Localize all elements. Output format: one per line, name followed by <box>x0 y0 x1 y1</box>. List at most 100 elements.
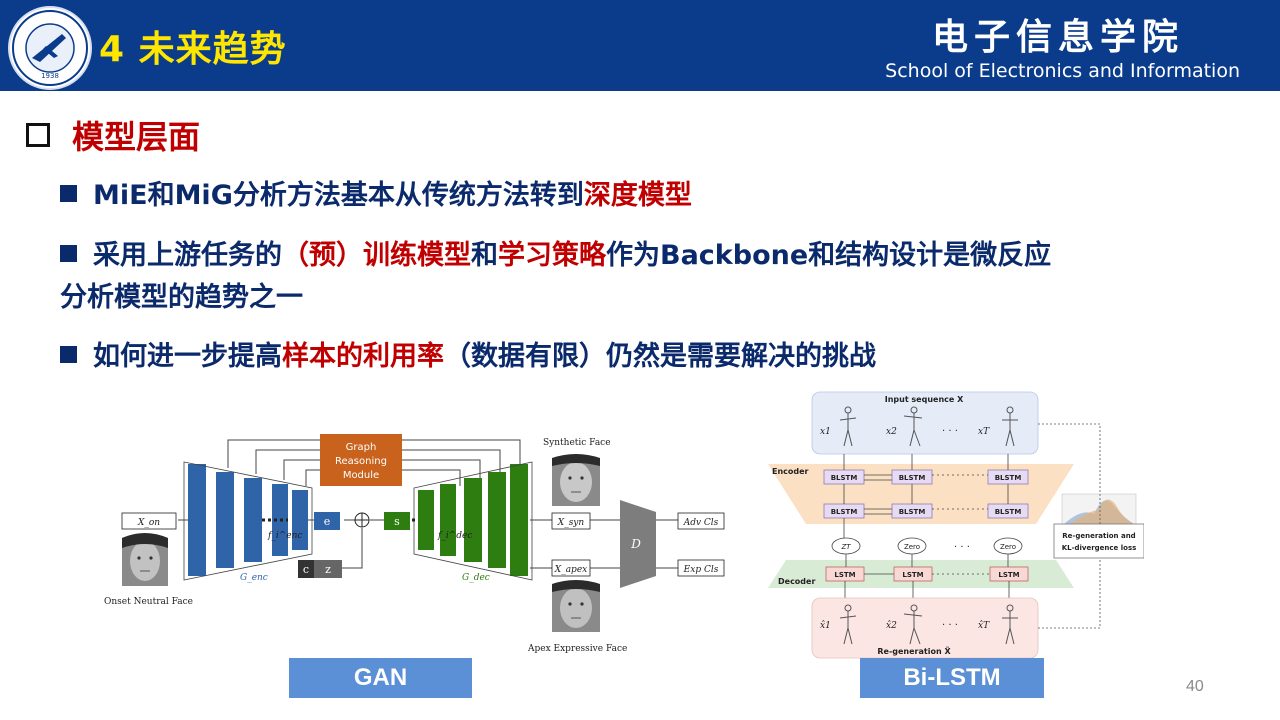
caption-gan: GAN <box>289 658 472 698</box>
gan-architecture-figure: Graph Reasoning Module f_i^enc f_i^dec e… <box>100 428 740 658</box>
section-heading: 模型层面 <box>26 112 200 158</box>
skeleton-figures <box>839 406 1018 447</box>
bullet-highlight: 学习策略 <box>498 240 606 271</box>
svg-text:c: c <box>303 563 309 576</box>
svg-text:X_apex: X_apex <box>554 565 587 575</box>
school-name-english: School of Electronics and Information <box>885 60 1240 82</box>
z-vector <box>314 560 342 578</box>
graph-reasoning-module <box>320 434 402 486</box>
x-apex-box <box>551 559 591 577</box>
university-logo: 1938 <box>8 6 92 90</box>
svg-text:e: e <box>324 515 331 528</box>
e-vector <box>314 512 340 530</box>
bullet-item-2: 采用上游任务的（预）训练模型和学习策略作为Backbone和结构设计是微反应 <box>60 235 1250 277</box>
synthetic-face-image <box>552 454 600 506</box>
onset-face-label: Onset Neutral Face <box>104 597 193 607</box>
graph-module-line-1: Graph <box>346 442 377 453</box>
bullet-highlight: 深度模型 <box>583 180 692 211</box>
bilstm-architecture-figure: Input sequence X x1 x2 · · · xT Encoder … <box>764 388 1144 660</box>
loss-distribution-icon <box>1061 493 1137 527</box>
blstm-cells <box>823 469 1029 519</box>
svg-text:x1: x1 <box>820 427 831 437</box>
bullet-highlight: 样本的利用率 <box>282 341 444 372</box>
bullet-text: 采用上游任务的 <box>93 240 282 271</box>
svg-text:X_syn: X_syn <box>557 518 585 528</box>
x-on-box <box>121 512 177 530</box>
svg-text:BLSTM: BLSTM <box>995 474 1022 482</box>
bullet-text: MiE和MiG分析方法基本从传统方法转到 <box>93 180 584 211</box>
bullet-item-1: MiE和MiG分析方法基本从传统方法转到深度模型 <box>60 175 692 217</box>
apex-face-image <box>552 580 600 632</box>
onset-face-image <box>122 533 168 586</box>
page-number: 40 <box>1186 678 1204 695</box>
svg-text:LSTM: LSTM <box>902 571 923 579</box>
svg-text:· · ·: · · · <box>942 426 958 437</box>
g-dec-label: G_dec <box>462 573 490 583</box>
svg-text:x̂1: x̂1 <box>820 620 831 631</box>
svg-text:Encoder: Encoder <box>772 467 809 476</box>
svg-text:Exp Cls: Exp Cls <box>683 565 719 575</box>
x-syn-box <box>551 512 591 530</box>
c-vector <box>298 560 314 578</box>
svg-text:Re-generation and: Re-generation and <box>1062 532 1135 540</box>
g-enc-label: G_enc <box>240 573 268 583</box>
graph-module-line-3: Module <box>343 470 379 481</box>
s-vector <box>384 512 410 530</box>
graph-module-line-2: Reasoning <box>335 456 387 467</box>
svg-text:BLSTM: BLSTM <box>899 474 926 482</box>
caption-bilstm: Bi-LSTM <box>860 658 1044 698</box>
encoder-blocks <box>188 464 308 576</box>
f-dec-label: f_i^dec <box>437 531 472 541</box>
square-bullet-icon <box>60 245 77 262</box>
slide-header: 1938 4 未来趋势 电子信息学院 School of Electronics… <box>0 0 1280 91</box>
bullet-item-3: 如何进一步提高样本的利用率（数据有限）仍然是需要解决的挑战 <box>60 336 876 378</box>
svg-text:s: s <box>394 515 400 528</box>
bullet-highlight: （预）训练模型 <box>282 240 471 271</box>
svg-text:BLSTM: BLSTM <box>831 508 858 516</box>
svg-text:LSTM: LSTM <box>998 571 1019 579</box>
svg-text:KL-divergence loss: KL-divergence loss <box>1062 544 1137 552</box>
svg-text:BLSTM: BLSTM <box>899 508 926 516</box>
svg-text:Adv Cls: Adv Cls <box>683 518 719 528</box>
svg-text:BLSTM: BLSTM <box>995 508 1022 516</box>
bullet-text: 和 <box>471 240 498 271</box>
svg-text:x̂2: x̂2 <box>886 620 897 631</box>
exp-cls-box <box>677 559 725 577</box>
adv-cls-box <box>677 512 725 530</box>
svg-text:xT: xT <box>978 427 990 437</box>
svg-text:Zero: Zero <box>904 543 920 551</box>
svg-text:Zero: Zero <box>1000 543 1016 551</box>
bullet-text: 如何进一步提高 <box>93 341 282 372</box>
decoder-blocks <box>418 464 528 576</box>
school-name-chinese: 电子信息学院 <box>931 16 1184 58</box>
svg-text:D: D <box>630 537 641 551</box>
svg-text:· · ·: · · · <box>954 542 970 553</box>
regeneration-label: Re-generation X̃ <box>877 646 951 656</box>
f-enc-label: f_i^enc <box>267 531 302 541</box>
apex-face-label: Apex Expressive Face <box>527 644 627 654</box>
svg-text:LSTM: LSTM <box>834 571 855 579</box>
svg-text:· · ·: · · · <box>942 620 958 631</box>
synthetic-face-label: Synthetic Face <box>543 438 611 448</box>
input-sequence-label: Input sequence X <box>885 395 964 404</box>
svg-text:z: z <box>325 563 331 576</box>
input-sequence-box <box>811 391 1039 455</box>
bullet-text: 分析模型的趋势之一 <box>60 282 303 313</box>
slide-title: 4 未来趋势 <box>99 29 287 70</box>
svg-text:x̂T: x̂T <box>978 620 990 631</box>
square-bullet-icon <box>60 346 77 363</box>
svg-text:Decoder: Decoder <box>778 577 815 586</box>
bullet-text: （数据有限）仍然是需要解决的挑战 <box>444 341 876 372</box>
svg-text:X_on: X_on <box>137 518 160 528</box>
svg-text:ZT: ZT <box>840 543 851 551</box>
bullet-item-2-continuation: 分析模型的趋势之一 <box>60 277 303 319</box>
hollow-square-bullet-icon <box>26 123 50 147</box>
svg-text:1938: 1938 <box>41 72 59 80</box>
discriminator-block <box>620 500 656 588</box>
loss-box <box>1053 523 1144 559</box>
svg-text:BLSTM: BLSTM <box>831 474 858 482</box>
bullet-text: 作为Backbone和结构设计是微反应 <box>606 240 1052 271</box>
square-bullet-icon <box>60 185 77 202</box>
section-label: 模型层面 <box>72 118 201 156</box>
svg-text:x2: x2 <box>886 427 897 437</box>
